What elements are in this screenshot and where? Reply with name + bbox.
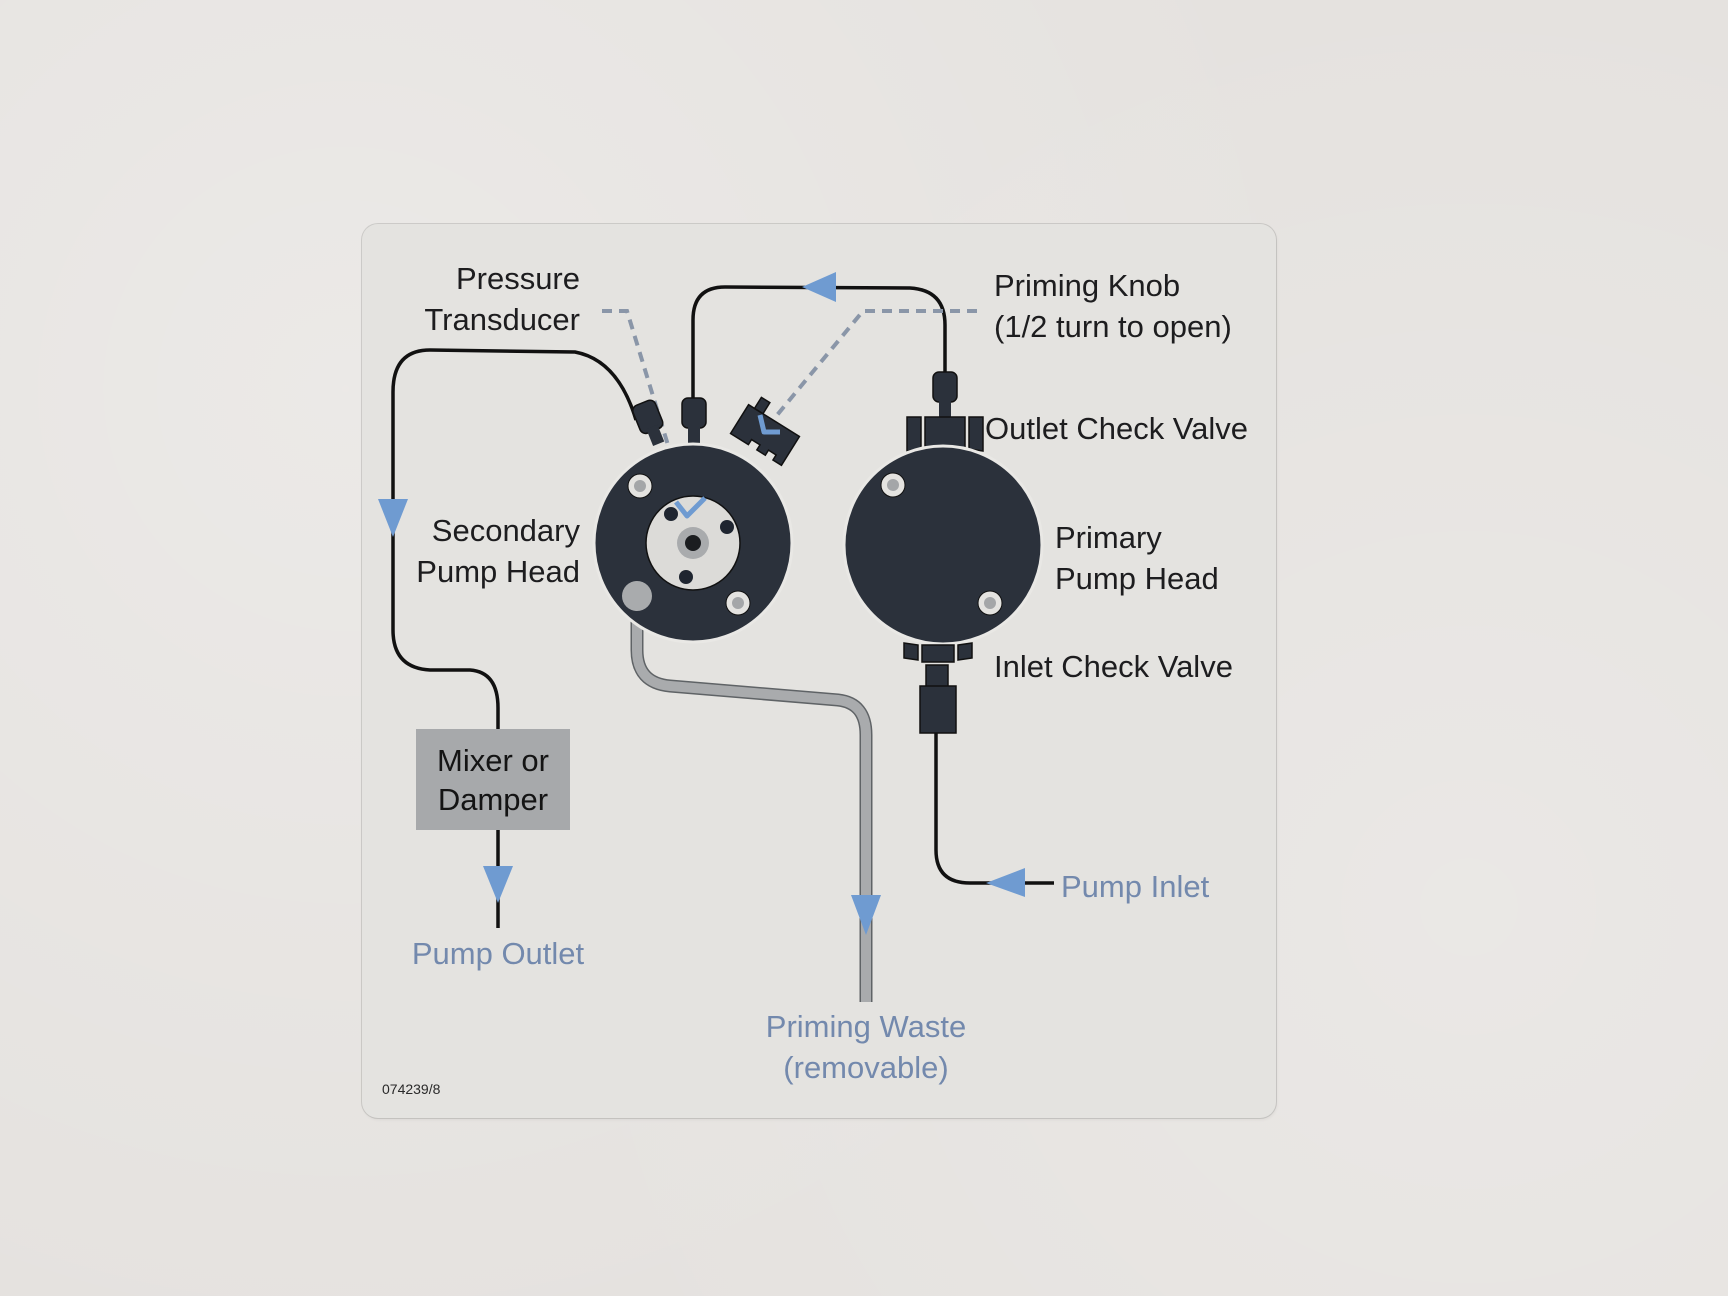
mixer-line-2: Damper [437,781,549,817]
priming-knob-leader [771,309,977,422]
primary-pump-head-line-2: Pump Head [1055,561,1219,596]
inlet-tube [934,733,1054,885]
pressure-transducer-line-2: Transducer [424,302,580,337]
priming-waste-line-2: (removable) [783,1050,949,1085]
pump-outlet-label: Pump Outlet [411,936,585,971]
pressure-transducer-leader [602,309,688,505]
transfer-tube [691,285,947,398]
inlet-check-valve-label: Inlet Check Valve [994,649,1233,684]
secondary-pump-head-line-2: Pump Head [416,554,580,589]
pressure-transducer-label: Pressure Transducer [400,258,580,340]
priming-waste-tube [630,597,873,1002]
secondary-pump-head-line-1: Secondary [431,513,580,548]
priming-knob [729,396,801,467]
mixer-line-1: Mixer or [437,742,549,778]
pump-diagram-label-card [362,224,1276,1118]
outlet-tube-to-mixer [391,348,638,729]
pump-outlet-arrow-icon [483,866,513,903]
part-number: 074239/8 [382,1081,441,1097]
priming-knob-label: Priming Knob (1/2 turn to open) [994,265,1232,347]
primary-pump-head-label: Primary Pump Head [1055,517,1219,599]
priming-waste-label: Priming Waste (removable) [746,1006,986,1088]
priming-knob-line-1: Priming Knob [994,268,1181,303]
outlet-check-valve-label: Outlet Check Valve [985,411,1249,446]
secondary-pump-head [592,396,801,644]
mixer-or-damper-box: Mixer or Damper [416,729,570,830]
primary-pump-head-line-1: Primary [1055,520,1162,555]
inlet-check-valve [903,642,973,734]
priming-waste-line-1: Priming Waste [765,1009,967,1044]
pressure-transducer-line-1: Pressure [455,261,580,296]
left-loop-arrow-icon [378,499,408,537]
pump-inlet-label: Pump Inlet [1061,869,1210,904]
priming-knob-line-2: (1/2 turn to open) [994,309,1232,344]
top-loop-arrow-icon [802,272,836,302]
pump-inlet-arrow-icon [986,868,1025,897]
primary-pump-head [842,371,1044,734]
secondary-pump-head-label: Secondary Pump Head [400,510,580,592]
priming-waste-arrow-icon [851,895,881,935]
